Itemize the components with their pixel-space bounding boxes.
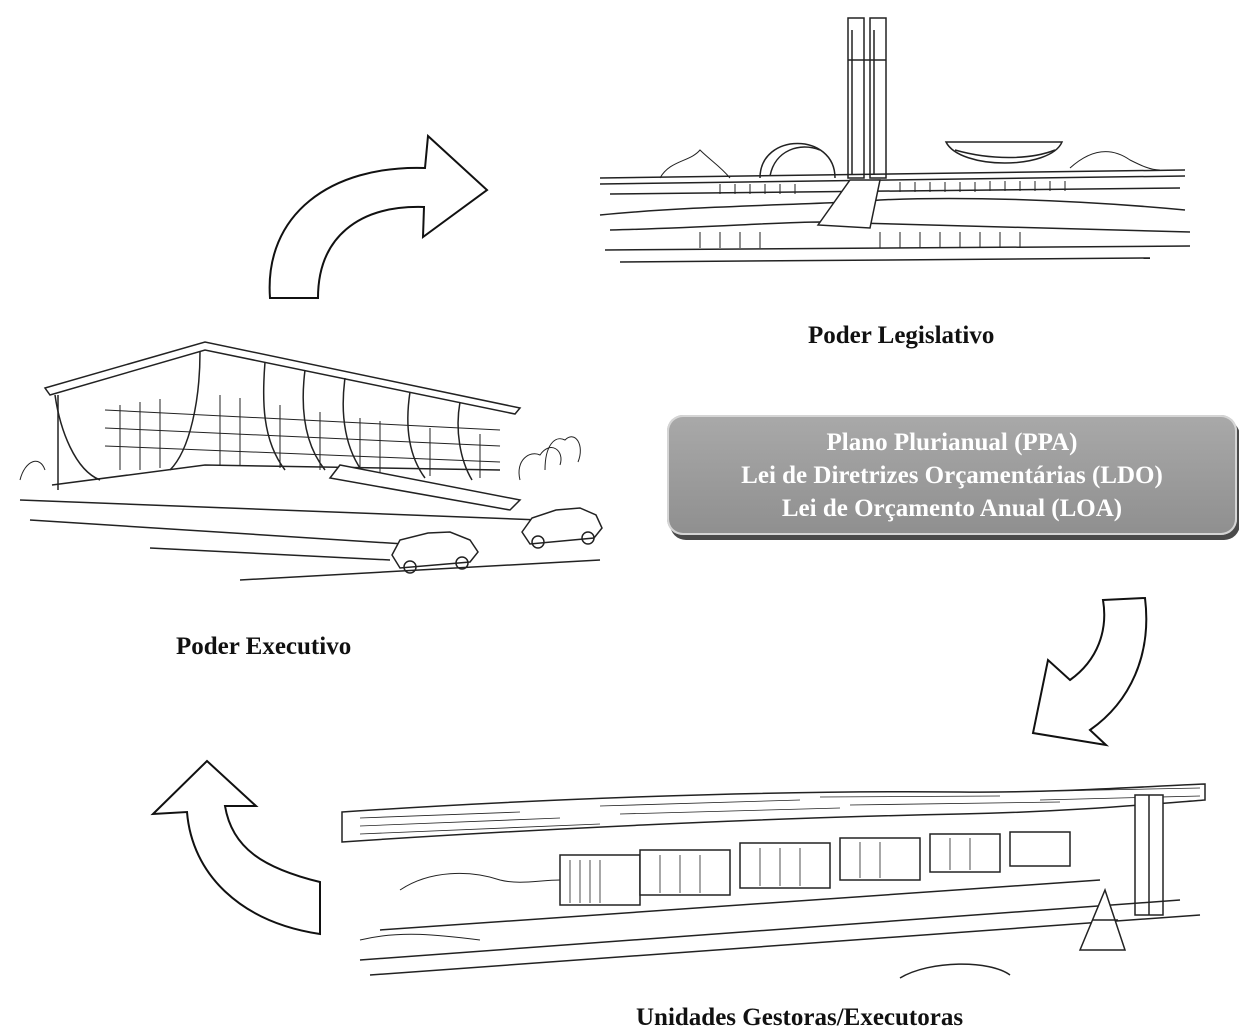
node-label-unidades: Unidades Gestoras/Executoras: [636, 1004, 964, 1031]
node-label-legislativo: Poder Legislativo: [808, 322, 995, 349]
congress-sketch: [599, 17, 1191, 263]
budget-law-ldo: Lei de Diretrizes Orçamentárias (LDO): [741, 462, 1163, 489]
cycle-arrow-unidades-to-executivo: [150, 759, 321, 936]
cycle-arrow-executivo-to-legislativo: [268, 133, 489, 299]
budget-law-ppa: Plano Plurianual (PPA): [826, 429, 1078, 456]
budget-law-loa: Lei de Orçamento Anual (LOA): [781, 495, 1123, 522]
node-label-executivo: Poder Executivo: [176, 633, 352, 660]
cycle-arrow-legislativo-to-unidades: [1031, 596, 1148, 747]
budget-laws-box: Plano Plurianual (PPA) Lei de Diretrizes…: [667, 415, 1237, 535]
esplanada-sketch: [341, 783, 1206, 979]
planalto-sketch: [19, 341, 603, 581]
